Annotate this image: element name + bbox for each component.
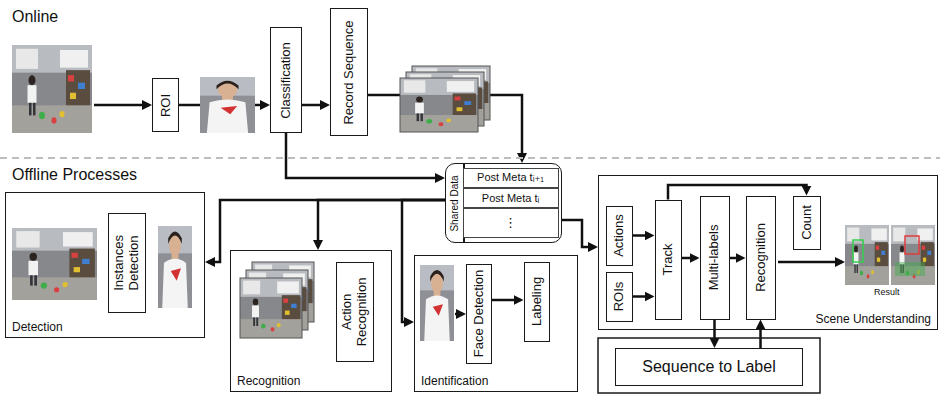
sequence-frame-outline [598,338,820,393]
roi-photo [200,77,255,133]
section-heading: Online [12,8,58,26]
process-box: Multi-labels [700,196,730,320]
process-box: Labeling [524,262,550,342]
node-text: Post Meta tᵢ [482,192,539,204]
process-box: Track [655,200,682,320]
node-text: Face Detection [471,270,486,358]
node-text: Detection [12,320,63,334]
node-text: Scene Understanding [816,312,931,326]
flow-connector [633,234,652,237]
node-text: ROIs [612,281,627,312]
process-box: Classification [270,27,302,133]
process-box: Actions [606,206,633,266]
frame-border [240,278,302,338]
node-text: Shared Data [449,175,460,232]
result-photo [845,225,935,285]
flow-connector [730,257,743,260]
separator-line [0,157,940,159]
data-row: Post Meta tᵢ₊₁ [463,168,559,188]
image-caption: Result [874,287,900,297]
flow-connector [286,133,442,178]
node-text: Record Sequence [342,20,357,125]
process-box: Sequence to Label [615,348,803,386]
data-row: Post Meta tᵢ [463,188,559,208]
camera-photo [12,45,92,133]
result-frame [845,225,889,285]
process-panel: Identification Face Detection Labeling [414,255,578,392]
node-text: Action Recognition [340,266,370,358]
process-box: ROIs [606,272,633,322]
process-panel: Scene Understanding ActionsROIs Track Multi… [598,175,938,330]
flow-connector [208,200,445,262]
process-box: Recognition [746,196,776,320]
process-box: Face Detection [466,264,492,364]
flow-connector [633,295,652,298]
sequence-photo-stack [400,66,490,132]
detected-person-photo [158,226,192,308]
process-box: Instances Detection [108,213,146,313]
node-text: Count [799,205,814,241]
flow-connector [759,323,762,349]
sequence-frame [400,78,478,132]
flow-connector [668,185,807,200]
detection-photo [12,228,97,300]
process-box: Count [793,196,821,250]
node-text: Sequence to Label [642,358,775,376]
process-box: Action Recognition [336,262,374,362]
flow-connector [318,200,445,247]
data-row: ⋮ [463,208,559,238]
node-text: Post Meta tᵢ₊₁ [477,171,544,184]
node-text: ⋮ [504,215,517,230]
flow-connector [682,257,697,260]
frame-border [400,78,478,132]
node-text: Multi-labels [707,224,722,291]
identification-photo [420,265,454,341]
node-text: ROI [158,93,173,117]
flow-connector [302,104,327,107]
node-text: Track [661,243,676,276]
node-text: Instances Detection [112,217,142,309]
process-box: Record Sequence [330,8,368,136]
result-highlight [895,262,925,276]
flow-arrow [778,261,842,264]
node-text: Recognition [237,374,300,388]
node-text: Actions [612,214,627,258]
flow-connector [562,220,595,247]
label-anchor: Online [12,8,58,26]
result-box [905,236,919,254]
sequence-frame [240,278,302,338]
flow-arrow [455,313,463,316]
process-box: ROI [152,78,179,132]
flow-arrow [94,104,149,107]
node-text: Labeling [529,277,544,327]
node-text: Classification [279,41,294,119]
flow-connector [492,299,521,302]
node-text: Identification [421,374,488,388]
label-anchor: Result [874,287,900,297]
flow-connector [713,320,716,346]
shared-data-store: Shared Data Post Meta tᵢ₊₁ Post Meta tᵢ ⋮ [445,163,562,243]
node-text: Recognition [753,223,768,293]
process-panel: Detection Instances Detection [5,192,205,338]
section-heading: Offline Processes [12,166,137,184]
recognition-photo-stack [240,262,314,338]
result-box [853,240,863,262]
result-frame [891,225,935,285]
label-anchor: Offline Processes [12,166,137,184]
process-panel: Recognition Action Recognition [230,250,392,392]
